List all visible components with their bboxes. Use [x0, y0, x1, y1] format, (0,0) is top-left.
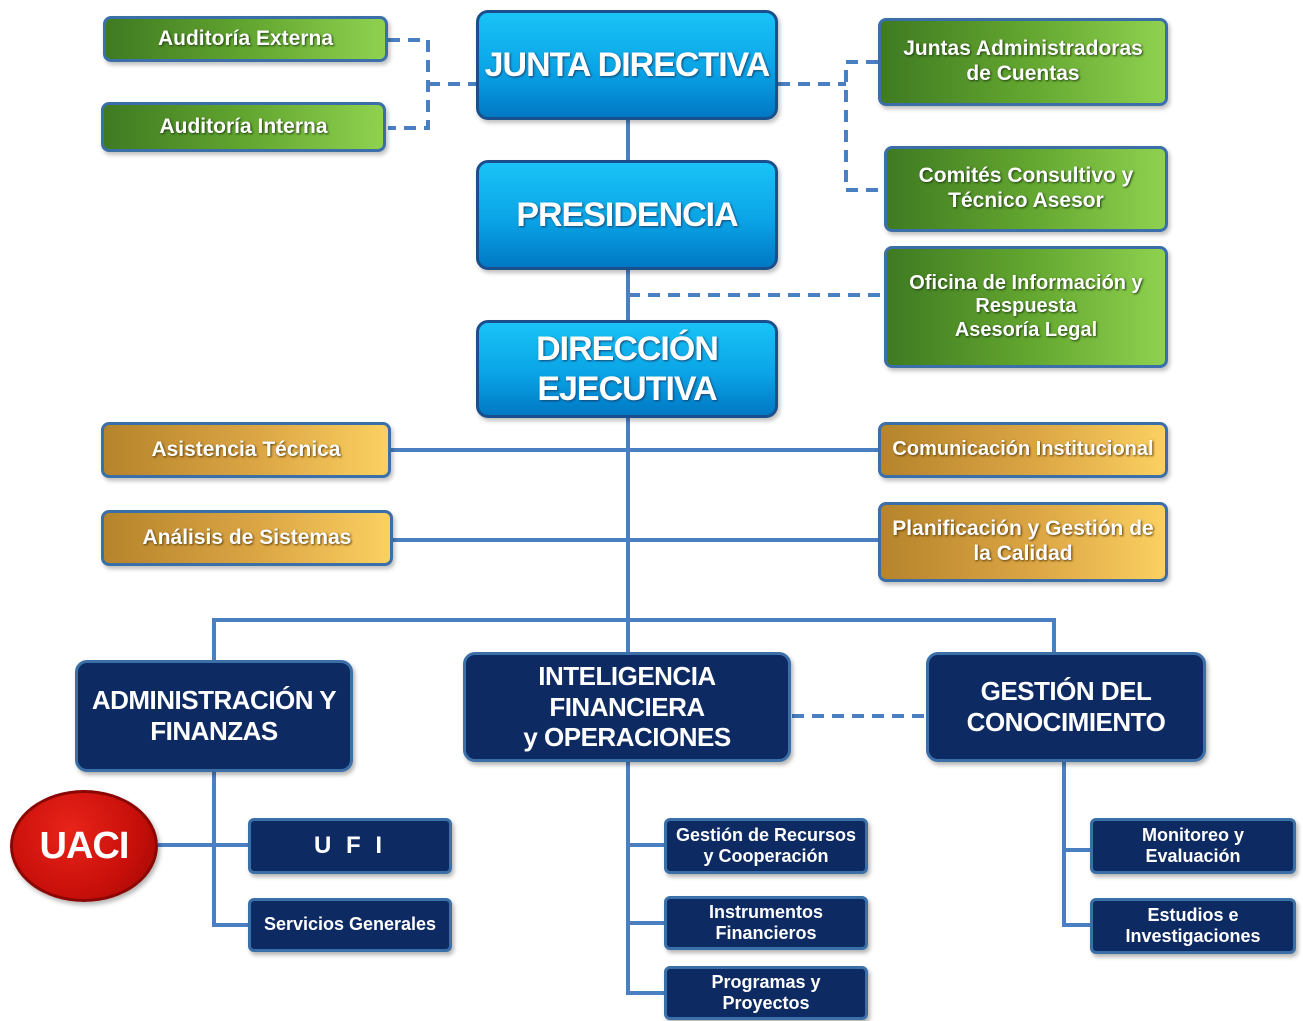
comites-label: Comités Consultivo y Técnico Asesor	[918, 164, 1134, 212]
monitoreo-evaluacion-label: Monitoreo y Evaluación	[1142, 824, 1244, 866]
inteligencia-financiera-label: INTELIGENCIA FINANCIERA y OPERACIONES	[523, 660, 731, 753]
auditoria-dashed-line	[388, 38, 430, 130]
division-bus-line	[212, 618, 1056, 660]
inteligencia-branch-line	[626, 762, 664, 995]
direccion-ejecutiva-box[interactable]: DIRECCIÓN EJECUTIVA	[476, 320, 778, 418]
instrumentos-financieros-label: Instrumentos Financieros	[708, 901, 823, 943]
auditoria-interna-box[interactable]: Auditoría Interna	[101, 102, 386, 152]
juntas-administradoras-box[interactable]: Juntas Administradoras de Cuentas	[878, 18, 1168, 106]
servicios-generales-label: Servicios Generales	[263, 914, 437, 935]
comites-box[interactable]: Comités Consultivo y Técnico Asesor	[884, 146, 1168, 232]
juntas-administradoras-label: Juntas Administradoras de Cuentas	[903, 37, 1143, 85]
comunicacion-institucional-box[interactable]: Comunicación Institucional	[878, 422, 1168, 478]
presidencia-box[interactable]: PRESIDENCIA	[476, 160, 778, 270]
administracion-finanzas-box[interactable]: ADMINISTRACIÓN Y FINANZAS	[75, 660, 353, 772]
uaci-label: UACI	[39, 824, 130, 867]
analisis-sistemas-label: Análisis de Sistemas	[142, 525, 352, 549]
admin-branch-line	[212, 772, 248, 927]
direccion-ejecutiva-label: DIRECCIÓN EJECUTIVA	[536, 329, 719, 408]
auditoria-externa-box[interactable]: Auditoría Externa	[103, 16, 388, 62]
gestion-recursos-label: Gestión de Recursos y Cooperación	[675, 824, 857, 866]
servicios-generales-box[interactable]: Servicios Generales	[248, 898, 452, 952]
junta-directiva-box[interactable]: JUNTA DIRECTIVA	[476, 10, 778, 120]
planificacion-calidad-label: Planificación y Gestión de la Calidad	[892, 517, 1154, 565]
auditoria-externa-label: Auditoría Externa	[157, 26, 334, 50]
asistencia-tecnica-box[interactable]: Asistencia Técnica	[101, 422, 391, 478]
auditoria-interna-label: Auditoría Interna	[159, 114, 328, 138]
comunicacion-institucional-label: Comunicación Institucional	[892, 438, 1154, 461]
inteligencia-financiera-box[interactable]: INTELIGENCIA FINANCIERA y OPERACIONES	[463, 652, 791, 762]
instrumentos-financieros-box[interactable]: Instrumentos Financieros	[664, 896, 868, 950]
gestion-recursos-box[interactable]: Gestión de Recursos y Cooperación	[664, 818, 868, 874]
analisis-sistemas-box[interactable]: Análisis de Sistemas	[101, 510, 393, 566]
ufi-box[interactable]: U F I	[248, 818, 452, 874]
presidencia-label: PRESIDENCIA	[516, 195, 738, 234]
oficina-informacion-label: Oficina de Información y Respuesta Aseso…	[909, 271, 1143, 341]
ufi-label: U F I	[314, 831, 386, 859]
junta-directiva-label: JUNTA DIRECTIVA	[484, 45, 771, 84]
asistencia-tecnica-label: Asistencia Técnica	[151, 437, 341, 461]
gestion-conocimiento-box[interactable]: GESTIÓN DEL CONOCIMIENTO	[926, 652, 1206, 762]
programas-proyectos-label: Programas y Proyectos	[711, 971, 821, 1013]
planificacion-calidad-box[interactable]: Planificación y Gestión de la Calidad	[878, 502, 1168, 582]
estudios-investigaciones-box[interactable]: Estudios e Investigaciones	[1090, 898, 1296, 954]
conocimiento-branch-line	[1062, 762, 1090, 927]
administracion-finanzas-label: ADMINISTRACIÓN Y FINANZAS	[91, 685, 337, 746]
monitoreo-evaluacion-box[interactable]: Monitoreo y Evaluación	[1090, 818, 1296, 874]
programas-proyectos-box[interactable]: Programas y Proyectos	[664, 966, 868, 1020]
estudios-investigaciones-label: Estudios e Investigaciones	[1125, 904, 1261, 946]
gestion-conocimiento-label: GESTIÓN DEL CONOCIMIENTO	[966, 676, 1166, 737]
oficina-informacion-box[interactable]: Oficina de Información y Respuesta Aseso…	[884, 246, 1168, 368]
uaci-oval[interactable]: UACI	[10, 790, 158, 902]
